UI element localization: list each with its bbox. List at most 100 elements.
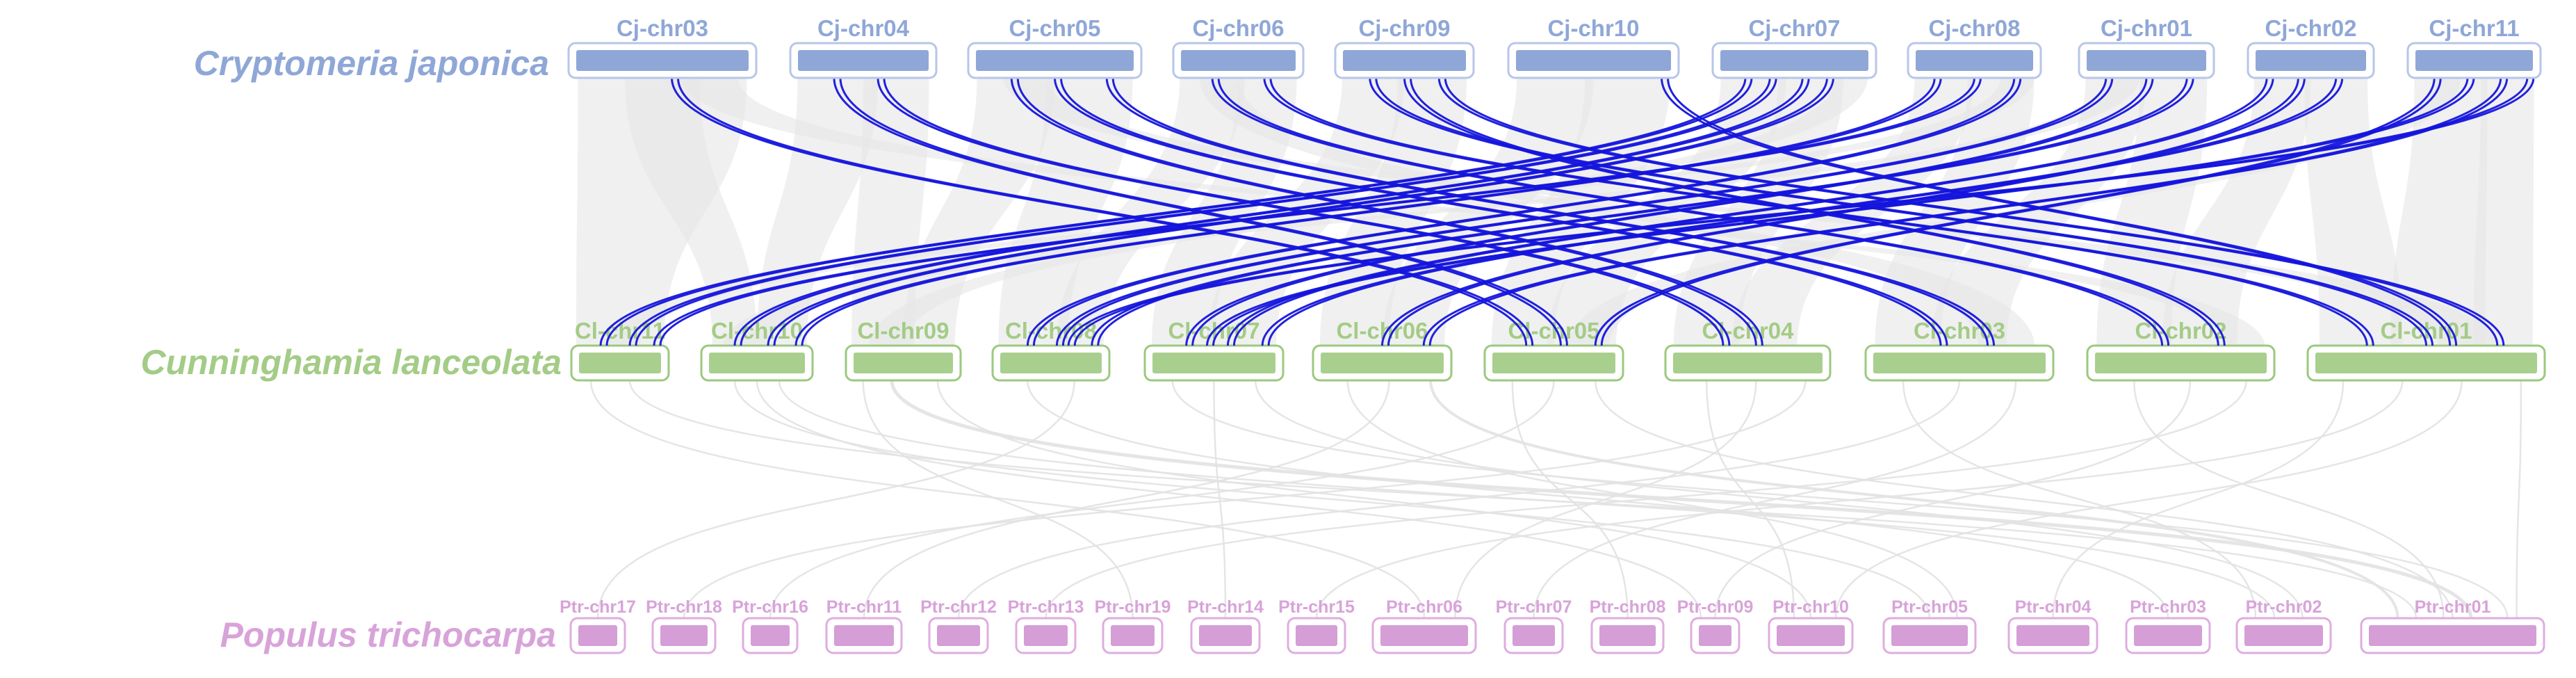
synteny-ribbon xyxy=(2162,76,2311,347)
chromosome-body-Cj-chr07 xyxy=(1720,50,1868,71)
chromosome-body-Cj-chr03 xyxy=(576,50,749,71)
chromosome-Ptr-chr13: Ptr-chr13 xyxy=(1008,597,1084,654)
synteny-link-highlight xyxy=(1232,77,2274,346)
synteny-link-grey xyxy=(756,380,1702,619)
synteny-link-grey xyxy=(1834,380,2463,619)
species-label-populus-trichocarpa: Populus trichocarpa xyxy=(220,615,556,654)
chromosome-body-Cl-chr10 xyxy=(709,353,805,373)
synteny-link-highlight xyxy=(1217,77,2170,346)
chromosome-Ptr-chr19: Ptr-chr19 xyxy=(1095,597,1171,654)
chromosome-label-Ptr-chr08: Ptr-chr08 xyxy=(1590,597,1666,617)
chromosome-body-Ptr-chr17 xyxy=(578,625,617,646)
synteny-link-grey xyxy=(863,380,1390,619)
synteny-link-highlight xyxy=(1667,77,2458,346)
chromosome-body-Ptr-chr04 xyxy=(2016,625,2089,646)
chromosome-label-Ptr-chr02: Ptr-chr02 xyxy=(2246,597,2322,617)
chromosome-Cj-chr09: Cj-chr09 xyxy=(1334,15,1475,79)
species-label-cryptomeria-japonica: Cryptomeria japonica xyxy=(193,44,549,83)
chromosome-body-Ptr-chr03 xyxy=(2134,625,2202,646)
chromosome-Cj-chr10: Cj-chr10 xyxy=(1507,15,1680,79)
synteny-link-grey xyxy=(1045,380,2247,619)
chromosome-body-Ptr-chr01 xyxy=(2369,625,2536,646)
chromosome-body-Ptr-chr19 xyxy=(1111,625,1155,646)
chromosome-Ptr-chr09: Ptr-chr09 xyxy=(1677,597,1754,654)
chromosome-Ptr-chr05: Ptr-chr05 xyxy=(1882,597,1977,654)
synteny-link-grey xyxy=(1714,380,2192,619)
chromosome-label-Ptr-chr14: Ptr-chr14 xyxy=(1187,597,1264,617)
synteny-link-grey xyxy=(589,380,1426,619)
chromosome-Cl-chr08: Cl-chr08 xyxy=(991,318,1111,382)
chromosome-body-Cl-chr07 xyxy=(1152,353,1275,373)
chromosome-body-Cl-chr02 xyxy=(2095,353,2267,373)
species-label-cunninghamia-lanceolata: Cunninghamia lanceolata xyxy=(140,343,562,382)
chromosome-body-Ptr-chr14 xyxy=(1199,625,1252,646)
chromosome-Cj-chr03: Cj-chr03 xyxy=(567,15,758,79)
chromosome-label-Ptr-chr12: Ptr-chr12 xyxy=(920,597,997,617)
synteny-link-highlight xyxy=(740,77,1810,346)
synteny-link-grey xyxy=(683,380,1807,619)
chromosome-body-Cj-chr05 xyxy=(976,50,1134,71)
chromosome-Cj-chr01: Cj-chr01 xyxy=(2078,15,2215,79)
chromosome-Ptr-chr03: Ptr-chr03 xyxy=(2125,597,2211,654)
chromosome-label-Cj-chr02: Cj-chr02 xyxy=(2265,15,2356,41)
synteny-ribbon xyxy=(2390,76,2488,347)
chromosome-body-Ptr-chr06 xyxy=(1380,625,1468,646)
chromosome-label-Cj-chr03: Cj-chr03 xyxy=(617,15,708,41)
chromosome-Cj-chr05: Cj-chr05 xyxy=(967,15,1143,79)
chromosome-label-Ptr-chr16: Ptr-chr16 xyxy=(732,597,808,617)
chromosome-Ptr-chr10: Ptr-chr10 xyxy=(1768,597,1854,654)
synteny-link-grey xyxy=(1706,380,1795,619)
chromosome-Cl-chr01: Cl-chr01 xyxy=(2306,318,2546,382)
chromosome-Ptr-chr14: Ptr-chr14 xyxy=(1187,597,1264,654)
chromosome-body-Ptr-chr15 xyxy=(1296,625,1337,646)
synteny-link-grey xyxy=(733,380,1931,619)
chromosome-body-Cj-chr10 xyxy=(1516,50,1671,71)
chromosome-label-Ptr-chr03: Ptr-chr03 xyxy=(2130,597,2206,617)
chromosome-label-Ptr-chr11: Ptr-chr11 xyxy=(826,597,902,617)
chromosome-label-Ptr-chr10: Ptr-chr10 xyxy=(1772,597,1849,617)
synteny-link-highlight xyxy=(1375,77,2434,346)
chromosome-Ptr-chr02: Ptr-chr02 xyxy=(2235,597,2332,654)
chromosome-Ptr-chr15: Ptr-chr15 xyxy=(1278,597,1355,654)
chromosome-label-Cl-chr05: Cl-chr05 xyxy=(1508,318,1599,344)
chromosome-Ptr-chr12: Ptr-chr12 xyxy=(920,597,997,654)
chromosome-Cl-chr11: Cl-chr11 xyxy=(570,318,670,382)
chromosome-Cj-chr08: Cj-chr08 xyxy=(1907,15,2042,79)
synteny-link-grey xyxy=(778,380,2276,619)
synteny-link-grey xyxy=(1429,380,2399,619)
synteny-link-highlight xyxy=(1212,77,2475,346)
chromosome-body-Cj-chr04 xyxy=(798,50,929,71)
synteny-link-grey xyxy=(936,380,1812,619)
chromosome-Ptr-chr17: Ptr-chr17 xyxy=(560,597,636,654)
chromosome-label-Cj-chr10: Cj-chr10 xyxy=(1547,15,1639,41)
chromosome-label-Ptr-chr15: Ptr-chr15 xyxy=(1278,597,1355,617)
chromosome-label-Ptr-chr17: Ptr-chr17 xyxy=(560,597,636,617)
synteny-link-highlight xyxy=(1073,77,2535,346)
chromosome-Ptr-chr18: Ptr-chr18 xyxy=(646,597,722,654)
chromosome-body-Ptr-chr10 xyxy=(1777,625,1845,646)
chromosome-label-Cj-chr07: Cj-chr07 xyxy=(1748,15,1840,41)
synteny-link-grey xyxy=(769,380,1555,619)
chromosome-body-Ptr-chr16 xyxy=(751,625,790,646)
chromosome-body-Cl-chr03 xyxy=(1873,353,2046,373)
chromosome-label-Cj-chr06: Cj-chr06 xyxy=(1192,15,1284,41)
chromosome-body-Cj-chr06 xyxy=(1181,50,1296,71)
chromosome-label-Ptr-chr13: Ptr-chr13 xyxy=(1008,597,1084,617)
chromosome-label-Ptr-chr09: Ptr-chr09 xyxy=(1677,597,1754,617)
synteny-ribbon xyxy=(681,76,2265,347)
chromosome-label-Ptr-chr07: Ptr-chr07 xyxy=(1496,597,1572,617)
synteny-link-highlight xyxy=(605,77,1753,346)
chromosome-body-Ptr-chr11 xyxy=(834,625,894,646)
synteny-link-grey xyxy=(1533,380,2017,619)
chromosome-label-Ptr-chr06: Ptr-chr06 xyxy=(1386,597,1462,617)
chromosome-label-Cj-chr04: Cj-chr04 xyxy=(817,15,910,41)
chromosome-body-Ptr-chr08 xyxy=(1599,625,1656,646)
chromosome-label-Ptr-chr19: Ptr-chr19 xyxy=(1095,597,1171,617)
synteny-link-grey xyxy=(1902,380,2257,619)
chromosome-body-Cj-chr09 xyxy=(1343,50,1466,71)
synteny-link-highlight xyxy=(1010,77,1757,346)
chromosome-body-Cj-chr02 xyxy=(2256,50,2366,71)
synteny-link-highlight xyxy=(677,77,1534,346)
chromosome-body-Cj-chr08 xyxy=(1916,50,2033,71)
chromosome-Ptr-chr06: Ptr-chr06 xyxy=(1371,597,1477,654)
